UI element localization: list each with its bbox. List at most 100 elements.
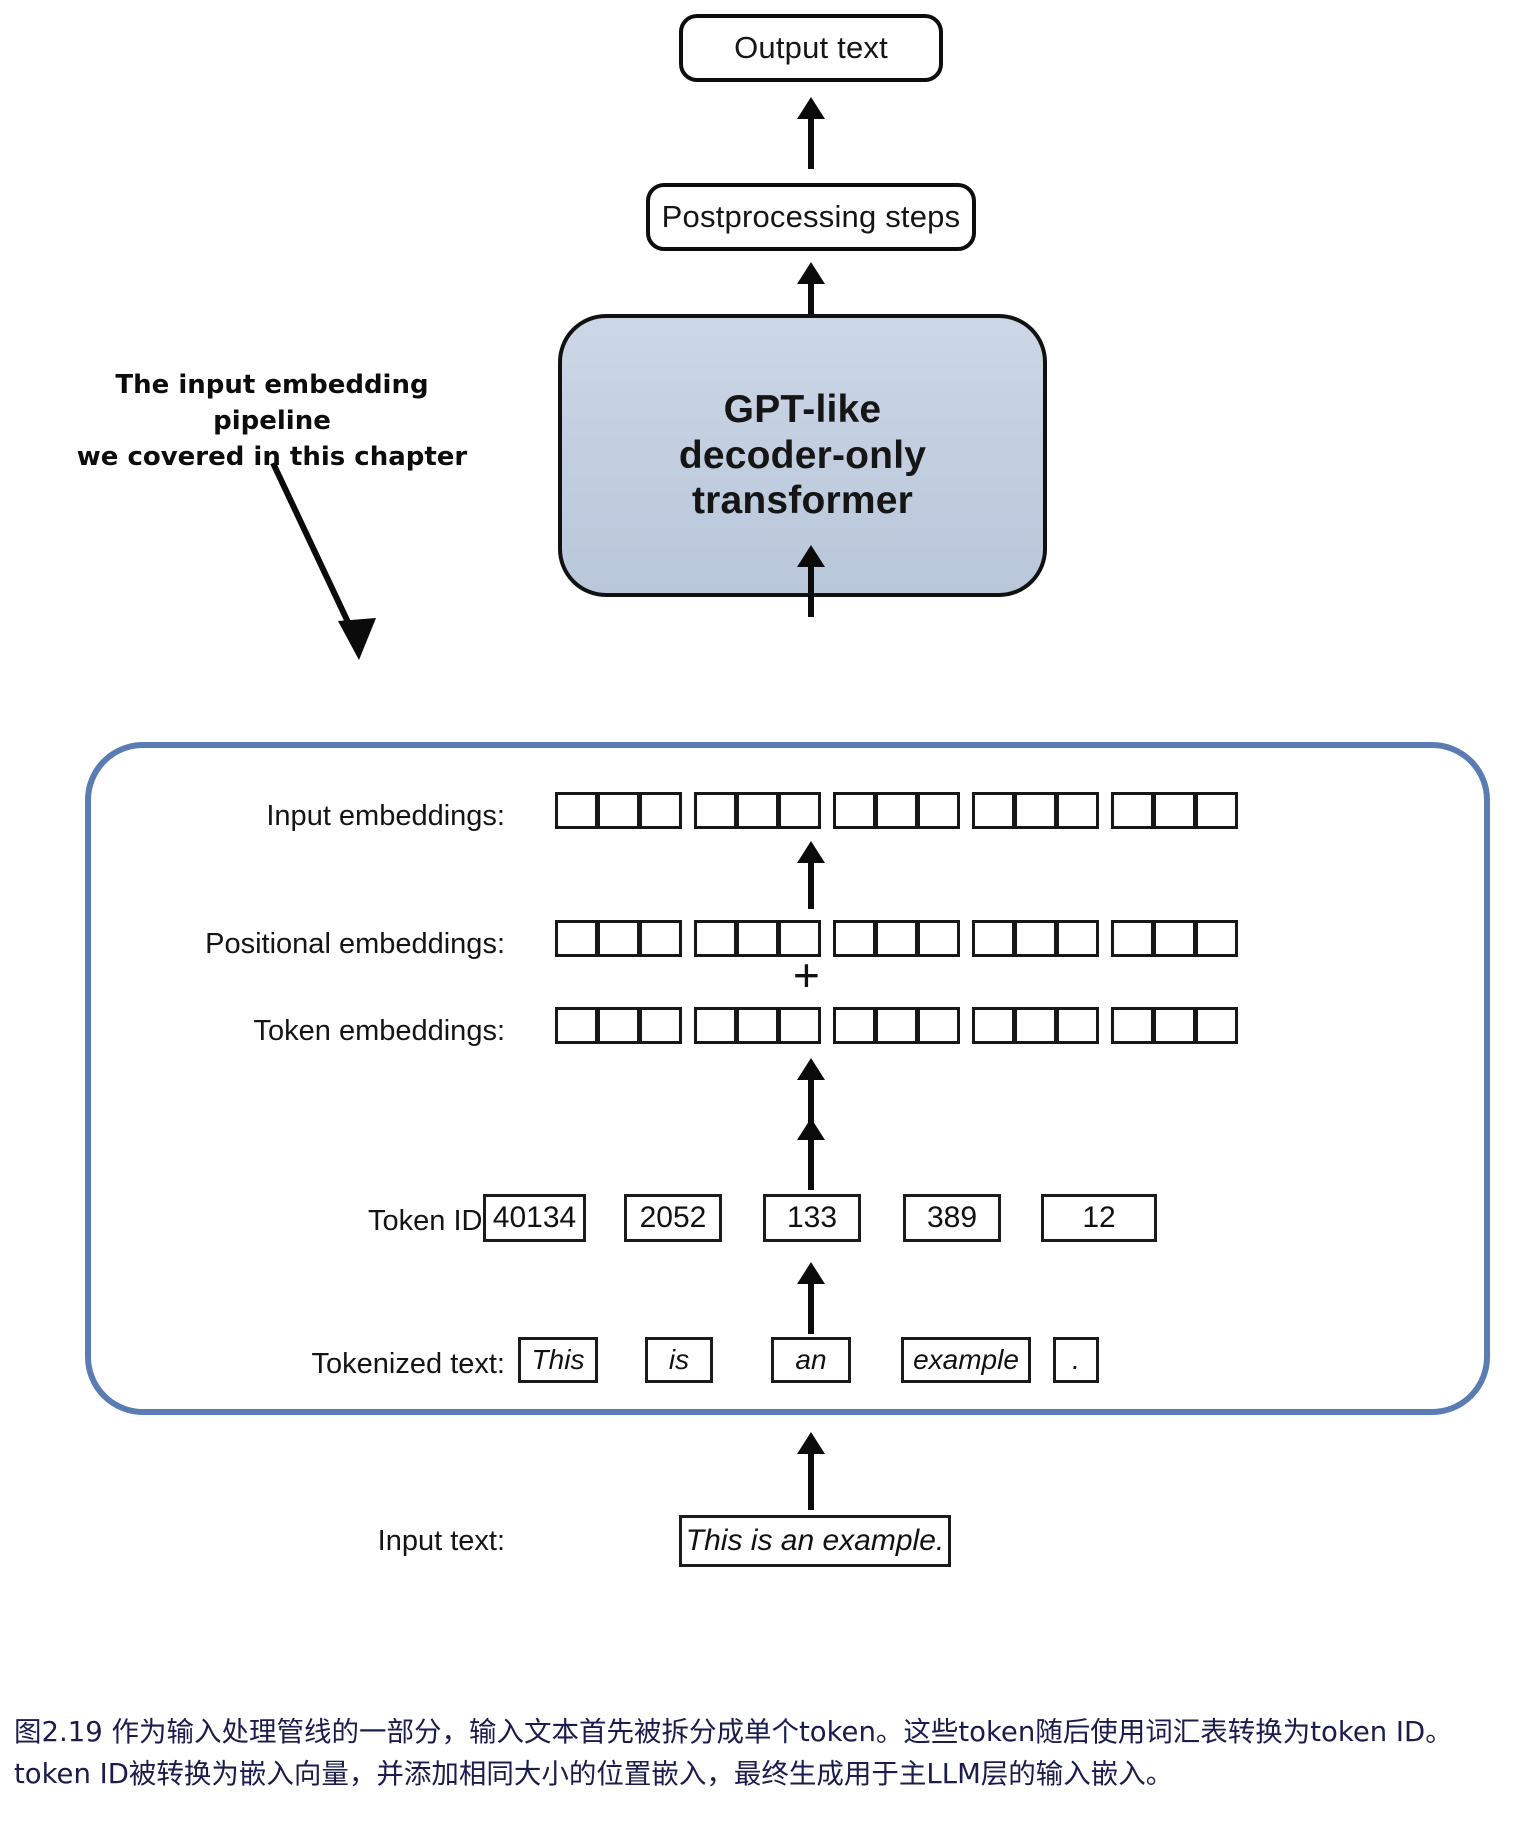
embedding-cell <box>1195 792 1238 829</box>
arrow-head-icon <box>797 97 825 119</box>
gpt-decoder-transformer-box: GPT-like decoder-only transformer <box>558 314 1047 597</box>
arrow-head-icon <box>797 545 825 567</box>
embedding-cell <box>639 1007 682 1044</box>
embedding-cell <box>639 792 682 829</box>
embedding-cell <box>639 920 682 957</box>
embedding-cell <box>778 792 821 829</box>
embedding-cell <box>1195 920 1238 957</box>
positional-embeddings-group-2 <box>694 920 821 957</box>
embedding-cell <box>1153 920 1196 957</box>
row-label-input-text: Input text: <box>377 1525 505 1557</box>
annotation-arrow-icon <box>270 461 376 660</box>
embedding-cell <box>694 1007 737 1044</box>
embedding-cell <box>555 920 598 957</box>
positional-embeddings-group-5 <box>1111 920 1238 957</box>
token-id-box-2: 2052 <box>624 1194 722 1242</box>
token-embeddings-group-2 <box>694 1007 821 1044</box>
embedding-cell <box>597 1007 640 1044</box>
row-label-positional-embeddings: Positional embeddings: <box>205 928 505 960</box>
arrow-shaft <box>808 111 814 169</box>
embedding-cell <box>555 792 598 829</box>
embedding-cell <box>555 1007 598 1044</box>
embedding-cell <box>833 1007 876 1044</box>
embedding-cell <box>917 1007 960 1044</box>
embedding-cell <box>1056 792 1099 829</box>
embedding-cell <box>875 920 918 957</box>
embedding-cell <box>778 920 821 957</box>
arrow-shaft <box>808 1276 814 1334</box>
embedding-cell <box>972 1007 1015 1044</box>
token-box-1: This <box>518 1337 598 1383</box>
token-box-3: an <box>771 1337 851 1383</box>
embedding-cell <box>1014 1007 1057 1044</box>
annotation-line-1: The input embedding pipeline <box>115 370 429 436</box>
token-embeddings-group-4 <box>972 1007 1099 1044</box>
embedding-cell <box>736 792 779 829</box>
arrow-head-icon <box>797 1118 825 1140</box>
embedding-cell <box>1014 920 1057 957</box>
row-label-token-ids: Token IDs: <box>368 1205 505 1237</box>
embedding-cell <box>972 920 1015 957</box>
input-embeddings-group-4 <box>972 792 1099 829</box>
embedding-cell <box>597 792 640 829</box>
row-label-tokenized-text: Tokenized text: <box>311 1348 505 1380</box>
input-embeddings-group-5 <box>1111 792 1238 829</box>
embedding-cell <box>875 1007 918 1044</box>
output-text-box: Output text <box>679 14 943 82</box>
embedding-cell <box>736 920 779 957</box>
embedding-cell <box>1153 1007 1196 1044</box>
embedding-cell <box>1056 920 1099 957</box>
arrow-shaft <box>808 276 814 319</box>
row-label-token-embeddings: Token embeddings: <box>253 1015 506 1047</box>
token-embeddings-group-3 <box>833 1007 960 1044</box>
embedding-cell <box>1153 792 1196 829</box>
token-box-5: . <box>1053 1337 1099 1383</box>
transformer-line-2: decoder-only <box>678 433 927 477</box>
embedding-cell <box>597 920 640 957</box>
embedding-cell <box>1014 792 1057 829</box>
positional-embeddings-group-4 <box>972 920 1099 957</box>
embedding-cell <box>1195 1007 1238 1044</box>
embedding-cell <box>778 1007 821 1044</box>
token-id-box-4: 389 <box>903 1194 1001 1242</box>
token-id-box-1: 40134 <box>483 1194 586 1242</box>
positional-embeddings-group-3 <box>833 920 960 957</box>
arrow-shaft <box>808 1446 814 1510</box>
embedding-cell <box>833 792 876 829</box>
token-id-box-5: 12 <box>1041 1194 1157 1242</box>
input-embeddings-group-2 <box>694 792 821 829</box>
token-box-2: is <box>645 1337 713 1383</box>
embedding-cell <box>917 920 960 957</box>
postprocessing-steps-box: Postprocessing steps <box>646 183 976 251</box>
arrow-shaft <box>808 559 814 617</box>
arrow-head-icon <box>797 262 825 284</box>
token-embeddings-group-1 <box>555 1007 682 1044</box>
token-box-4: example <box>901 1337 1031 1383</box>
embedding-cell <box>694 920 737 957</box>
embedding-cell <box>694 792 737 829</box>
embedding-cell <box>833 920 876 957</box>
figure-caption: 图2.19 作为输入处理管线的一部分，输入文本首先被拆分成单个token。这些t… <box>14 1716 1453 1790</box>
input-embedding-pipeline-container <box>85 742 1490 1415</box>
embedding-cell <box>736 1007 779 1044</box>
input-text-box: This is an example. <box>679 1515 951 1567</box>
arrow-shaft <box>808 1132 814 1190</box>
input-embeddings-group-1 <box>555 792 682 829</box>
embedding-cell <box>972 792 1015 829</box>
embedding-cell <box>917 792 960 829</box>
transformer-line-1: GPT-like <box>723 388 882 432</box>
embedding-cell <box>875 792 918 829</box>
positional-embeddings-group-1 <box>555 920 682 957</box>
token-id-box-3: 133 <box>763 1194 861 1242</box>
row-label-input-embeddings: Input embeddings: <box>266 800 505 832</box>
transformer-line-3: transformer <box>691 479 914 523</box>
token-embeddings-group-5 <box>1111 1007 1238 1044</box>
arrow-shaft <box>808 1072 814 1146</box>
input-embeddings-group-3 <box>833 792 960 829</box>
embedding-cell <box>1056 1007 1099 1044</box>
arrow-head-icon <box>797 1058 825 1080</box>
embedding-cell <box>1111 1007 1154 1044</box>
arrow-head-icon <box>797 1262 825 1284</box>
plus-operator: + <box>793 949 820 1001</box>
